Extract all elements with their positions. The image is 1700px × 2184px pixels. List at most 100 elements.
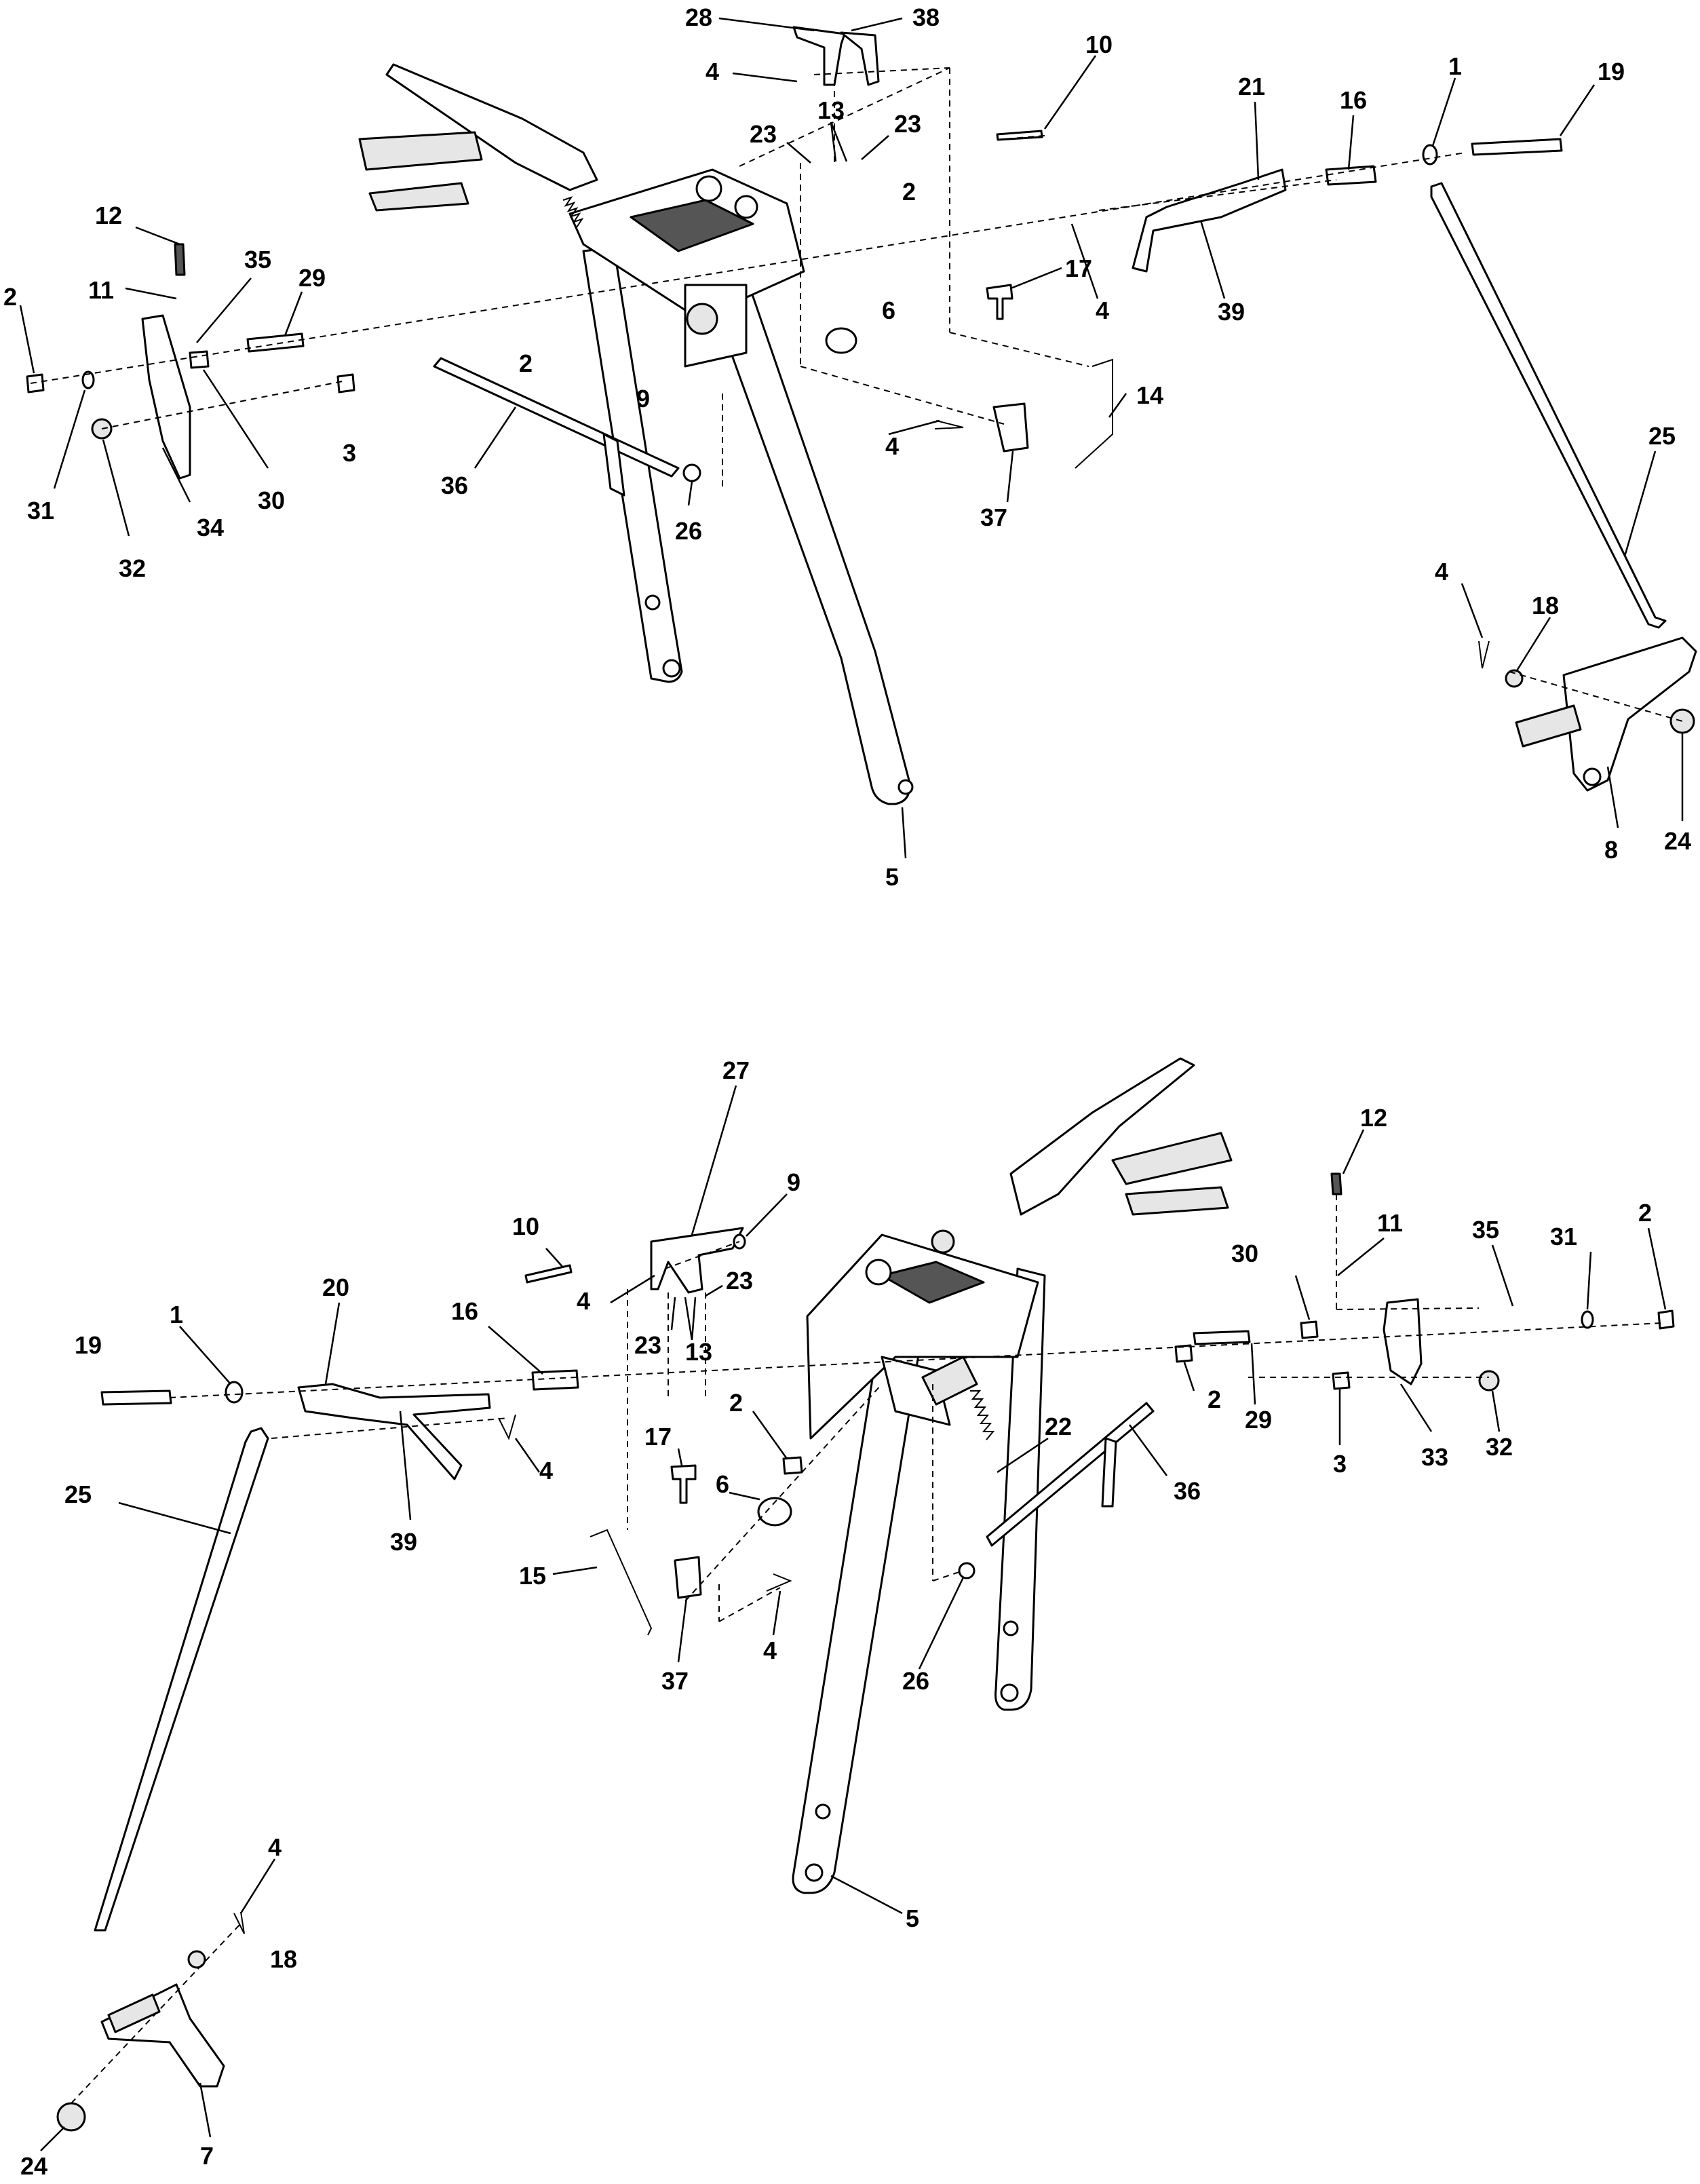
bottom-view-small-parts [56, 1172, 1675, 2132]
bottom-washer-31 [1581, 1310, 1594, 1329]
bottom-callout-22: 22 [1045, 1413, 1072, 1440]
top-fork-bolt [662, 659, 681, 678]
top-callout-17: 17 [1065, 254, 1092, 282]
bottom-callout-4d: 4 [268, 1833, 282, 1861]
bottom-bolt-17 [670, 1464, 697, 1504]
top-callout-6: 6 [882, 296, 895, 324]
bottom-callout-24: 24 [20, 2152, 47, 2180]
bottom-callout-2a: 2 [1638, 1199, 1652, 1227]
top-handlebar-grip [358, 131, 483, 171]
bottom-shift-knob [921, 1356, 978, 1406]
top-callout-9: 9 [636, 385, 650, 413]
bottom-callout-19: 19 [75, 1331, 102, 1359]
bottom-knob-24 [56, 2102, 86, 2132]
top-callout-31: 31 [27, 497, 54, 524]
bottom-nut-2 [1657, 1309, 1675, 1330]
bottom-handle-fork [994, 1267, 1046, 1711]
bottom-control-decal [881, 1261, 985, 1304]
top-nut-3 [336, 373, 355, 394]
top-callout-13: 13 [817, 96, 845, 124]
top-callout-1: 1 [1448, 52, 1462, 80]
top-rod-25 [1430, 182, 1667, 629]
top-arm-bolt [897, 779, 914, 795]
top-bracket-8-shaft [1515, 704, 1582, 748]
top-callout-10: 10 [1085, 31, 1113, 58]
bottom-callout-23a: 23 [726, 1267, 753, 1295]
bottom-handlebar-grip-2 [1125, 1186, 1229, 1216]
top-nut-30 [189, 350, 210, 369]
top-callout-2c: 2 [519, 349, 533, 377]
bottom-washer-18 [187, 1950, 206, 1969]
bottom-cotter-4b [498, 1414, 516, 1440]
top-callout-4: 4 [706, 58, 719, 85]
top-knob-2 [734, 195, 758, 219]
bottom-callout-4b: 4 [539, 1457, 553, 1484]
top-cotter-4b [1478, 640, 1490, 669]
top-callout-14: 14 [1136, 381, 1163, 409]
bottom-callout-29: 29 [1245, 1406, 1272, 1434]
callout-leaders [19, 17, 1684, 2151]
top-deflector-38 [840, 31, 880, 86]
bottom-arm-bolt [805, 1863, 824, 1882]
top-view-callouts: 28 38 4 10 23 13 23 21 16 1 19 2 12 11 3… [3, 3, 1691, 891]
top-callout-35: 35 [244, 246, 271, 273]
top-handle-left-arm [582, 246, 683, 683]
top-spring [562, 196, 584, 228]
bottom-callout-20: 20 [322, 1273, 349, 1301]
bottom-arm-bolt-2 [815, 1803, 831, 1820]
bottom-callout-32: 32 [1486, 1433, 1513, 1461]
top-knob-24 [1669, 708, 1695, 734]
top-callout-28: 28 [685, 3, 712, 31]
top-spacer-6 [825, 327, 857, 354]
top-chute-rod-tab [602, 433, 625, 497]
bottom-callout-39: 39 [390, 1528, 417, 1556]
top-callout-34: 34 [197, 514, 224, 541]
top-callout-2a: 2 [902, 178, 916, 206]
bottom-handlebar-lever [1009, 1057, 1195, 1216]
bottom-spacer-6 [757, 1497, 792, 1527]
bottom-knob-2 [931, 1229, 955, 1254]
top-callout-11: 11 [88, 276, 114, 304]
top-callout-5: 5 [885, 863, 899, 891]
top-callout-37: 37 [980, 503, 1007, 531]
bottom-pin-16 [531, 1369, 579, 1391]
top-bracket-37 [992, 402, 1029, 453]
top-rod-14 [1075, 358, 1113, 469]
top-callout-18: 18 [1532, 592, 1559, 619]
top-callout-21: 21 [1238, 73, 1265, 100]
bottom-nut-30 [1300, 1320, 1319, 1339]
bottom-fork-bolt-2 [1003, 1620, 1019, 1636]
bottom-callout-37: 37 [661, 1667, 689, 1695]
top-callout-29: 29 [298, 264, 326, 292]
bottom-callout-4c: 4 [763, 1636, 777, 1664]
bottom-callout-3: 3 [1333, 1450, 1347, 1478]
top-washer-1 [1422, 144, 1438, 166]
top-washer-31 [81, 370, 95, 389]
bottom-callout-36: 36 [1174, 1477, 1201, 1505]
bottom-callout-7: 7 [200, 2142, 214, 2170]
top-bracket-8-hole [1583, 767, 1602, 786]
top-handlebar-lever [385, 63, 598, 191]
bottom-callout-16: 16 [451, 1297, 478, 1325]
bottom-knob-32 [1478, 1370, 1500, 1392]
top-callout-2b: 2 [3, 283, 17, 311]
bottom-callout-30: 30 [1231, 1240, 1258, 1267]
bottom-callout-10: 10 [512, 1212, 539, 1240]
top-fork-bolt-2 [644, 594, 661, 611]
top-callout-12: 12 [95, 202, 122, 229]
top-callout-36: 36 [441, 472, 468, 499]
top-shift-knob [686, 303, 718, 335]
top-bracket-8 [1562, 636, 1697, 792]
top-callout-30: 30 [258, 486, 285, 514]
bottom-callout-18: 18 [270, 1945, 297, 1973]
top-deflector-28 [792, 26, 846, 86]
top-callout-39: 39 [1218, 298, 1245, 326]
bottom-callout-1: 1 [170, 1301, 183, 1328]
bottom-lever-20 [297, 1383, 491, 1480]
bottom-knob [865, 1259, 892, 1286]
top-callout-19: 19 [1598, 58, 1625, 85]
top-pin-12 [174, 243, 186, 276]
top-cotter-4 [934, 420, 964, 429]
top-bolt-17 [986, 284, 1013, 320]
bottom-callout-12: 12 [1360, 1104, 1387, 1132]
